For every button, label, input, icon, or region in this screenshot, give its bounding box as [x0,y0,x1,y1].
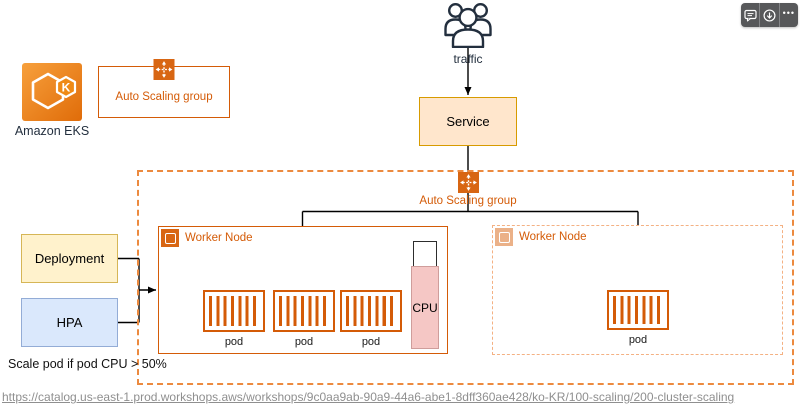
deployment-label: Deployment [34,251,105,266]
cpu-gauge-fill: CPU [411,266,439,349]
pod-icon [203,290,265,332]
worker-node-icon [495,228,513,246]
amazon-eks-logo: K [22,63,82,121]
download-icon [763,8,776,22]
comment-icon [744,9,757,22]
service-box: Service [419,97,517,146]
deployment-box: Deployment [21,234,118,283]
worker-node-label: Worker Node [185,232,253,244]
pod-icon [607,290,669,330]
eks-monogram: K [62,81,71,95]
worker-node-icon [161,229,179,247]
hpa-label: HPA [56,315,83,330]
more-icon: ••• [782,8,796,18]
traffic-label: traffic [453,52,483,66]
cpu-gauge-empty [413,241,437,267]
pod-label: pod [628,334,648,346]
cpu-label: CPU [412,300,438,315]
worker-node-2: Worker Node pod [492,225,783,355]
auto-scaling-group-icon [458,172,479,193]
pod-label: pod [361,336,381,348]
asg-legend-box: Auto Scaling group [98,59,230,118]
pod-label: pod [294,336,314,348]
eks-label: Amazon EKS [14,124,90,138]
service-label: Service [446,114,490,129]
download-button[interactable] [759,3,778,27]
worker-node-1: Worker Node pod pod pod CPU [158,226,448,354]
scaling-note: Scale pod if pod CPU > 50% [8,357,167,371]
more-button[interactable]: ••• [778,3,798,27]
hpa-box: HPA [21,298,118,347]
comment-button[interactable] [741,3,759,27]
status-link-url[interactable]: https://catalog.us-east-1.prod.workshops… [2,390,735,404]
asg-label: Auto Scaling group [419,195,517,207]
worker-node-label: Worker Node [519,231,587,243]
asg-legend-label: Auto Scaling group [115,91,213,103]
cluster-asg-container [137,170,794,385]
pod-label: pod [224,336,244,348]
floating-toolbar: ••• [741,3,798,27]
traffic-users-icon [444,2,492,48]
pod-icon [340,290,402,332]
auto-scaling-group-icon [153,59,175,80]
pod-icon [273,290,335,332]
